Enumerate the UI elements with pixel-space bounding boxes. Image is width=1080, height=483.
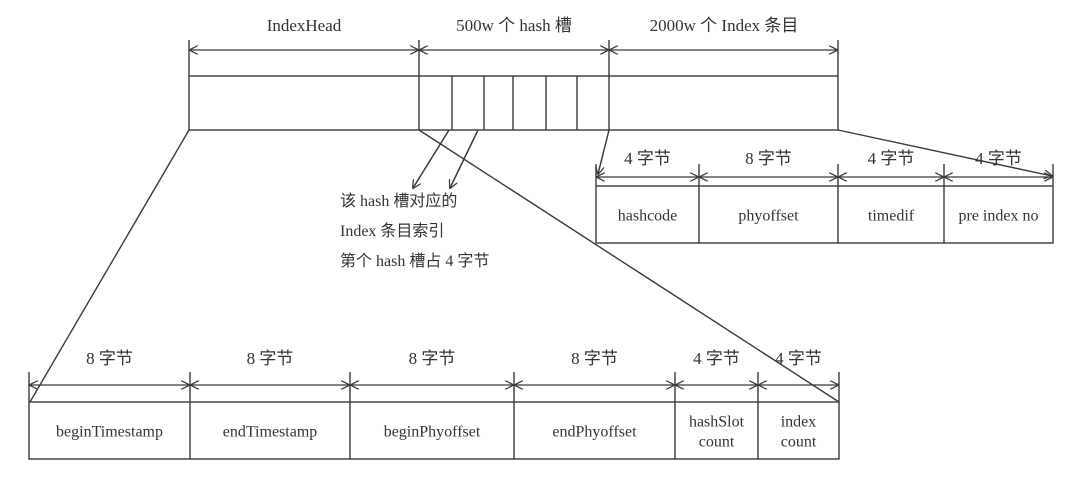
note-line-2: Index 条目索引 bbox=[340, 222, 444, 240]
field-name: endPhyoffset bbox=[552, 424, 637, 441]
field-size-label: 4 字节 bbox=[693, 349, 740, 368]
expand-line-entry-left bbox=[598, 129, 610, 174]
field-size-label: 4 字节 bbox=[775, 349, 822, 368]
index-head-box bbox=[28, 401, 840, 460]
field-size-label: 4 字节 bbox=[975, 149, 1022, 168]
section-label-indexhead: IndexHead bbox=[267, 16, 342, 35]
field-name: phyoffset bbox=[738, 208, 799, 225]
field-name: hashcode bbox=[618, 208, 678, 225]
field-name: endTimestamp bbox=[223, 424, 318, 441]
field-size-label: 8 字节 bbox=[86, 349, 133, 368]
expand-line-indexhead-right bbox=[418, 129, 840, 403]
field-name: count bbox=[781, 434, 817, 451]
field-size-label: 8 字节 bbox=[571, 349, 618, 368]
hash-slot-note: 该 hash 槽对应的 Index 条目索引 第个 hash 槽占 4 字节 bbox=[340, 191, 489, 270]
field-size-label: 8 字节 bbox=[745, 149, 792, 168]
index-entry-table: 4 字节 hashcode 8 字节 phyoffset 4 字节 timedif 4 字节… bbox=[595, 149, 1054, 244]
field-name: beginPhyoffset bbox=[384, 424, 481, 441]
field-name: timedif bbox=[868, 208, 915, 225]
field-size-label: 8 字节 bbox=[409, 349, 456, 368]
field-name: beginTimestamp bbox=[56, 424, 163, 441]
note-line-1: 该 hash 槽对应的 bbox=[340, 191, 457, 210]
section-label-hash-slots: 500w 个 hash 槽 bbox=[456, 16, 572, 35]
field-name: hashSlot bbox=[689, 414, 745, 431]
field-size-label: 4 字节 bbox=[868, 149, 915, 168]
field-name: pre index no bbox=[959, 208, 1039, 225]
index-entry-box bbox=[595, 185, 1054, 244]
section-label-index-entries: 2000w 个 Index 条目 bbox=[650, 16, 799, 35]
expand-line-entry-right bbox=[837, 129, 1052, 176]
field-name: count bbox=[699, 434, 735, 451]
hash-slot-pointer-arrow bbox=[450, 129, 479, 188]
hash-slot-pointer-arrow bbox=[413, 129, 450, 188]
hash-slot-dividers bbox=[451, 76, 578, 130]
expand-line-indexhead-left bbox=[29, 129, 190, 403]
field-size-label: 8 字节 bbox=[247, 349, 294, 368]
top-structure: IndexHead 500w 个 hash 槽 2000w 个 Index 条目 bbox=[188, 16, 839, 131]
field-size-label: 4 字节 bbox=[624, 149, 671, 168]
index-head-table: 8 字节 beginTimestamp 8 字节 endTimestamp 8 字节 be… bbox=[28, 349, 840, 460]
field-name: index bbox=[781, 414, 817, 431]
note-line-3: 第个 hash 槽占 4 字节 bbox=[340, 252, 489, 270]
